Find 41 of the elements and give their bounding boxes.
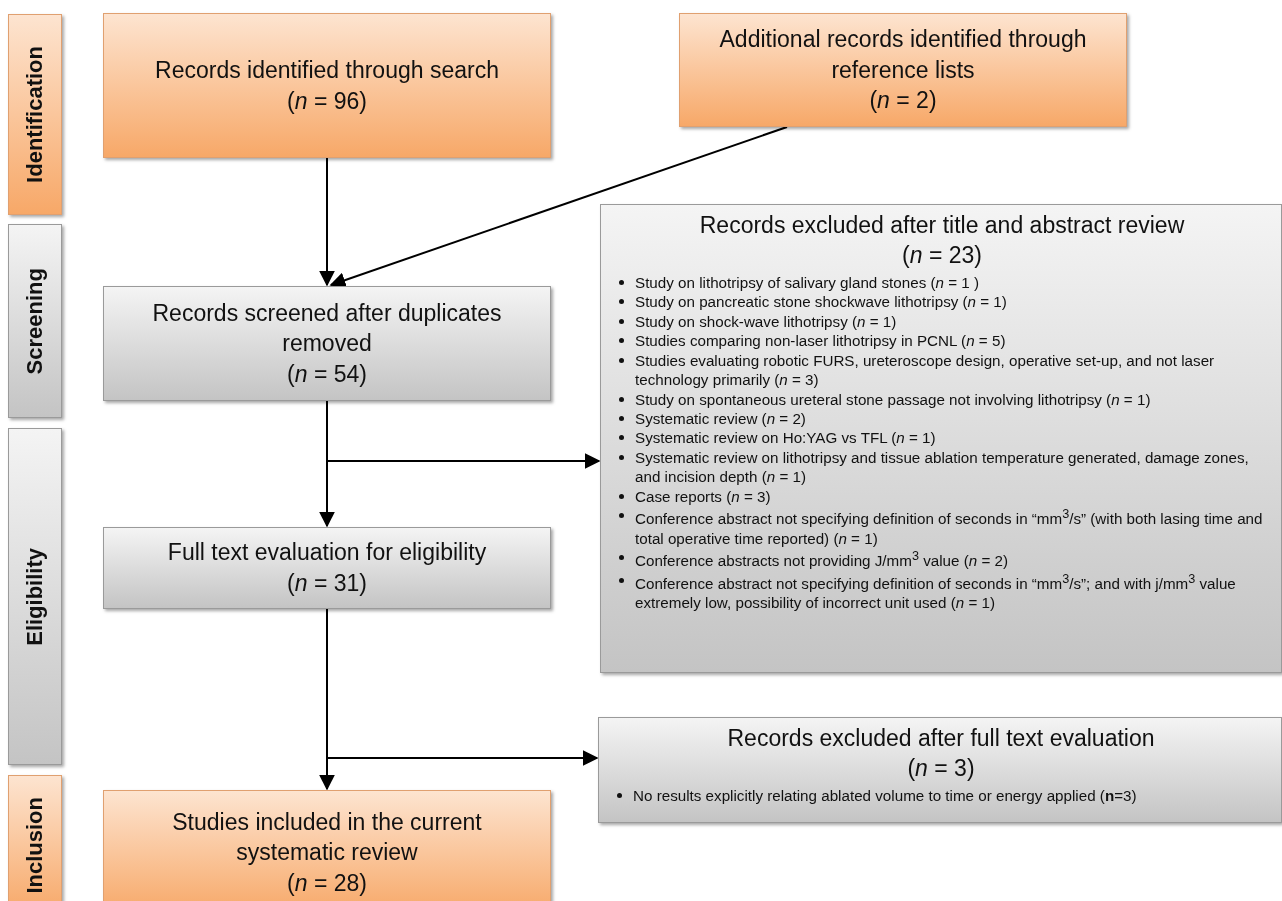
- bullet-item: Studies comparing non-laser lithotripsy in PCNL (n = 5): [635, 331, 1006, 351]
- box-text: (n = 2): [869, 86, 937, 116]
- process-box: [103, 286, 551, 401]
- box-text: (n = 96): [287, 86, 367, 116]
- box-text: (n = 28): [287, 868, 367, 898]
- process-box: [103, 790, 551, 901]
- phase-label: Identification: [22, 46, 48, 183]
- process-box: [103, 13, 551, 158]
- bullet-item: Case reports (n = 3): [635, 486, 771, 507]
- bullet-item: Study on shock-wave lithotripsy (n = 1): [635, 311, 897, 332]
- exclusion-box: [598, 717, 1282, 823]
- phase-band: [8, 14, 62, 215]
- bullet-item: Study on spontaneous ureteral stone passage not involving lithotripsy (n = 1): [635, 389, 1151, 409]
- box-text: (n = 31): [287, 569, 367, 598]
- phase-band: [8, 428, 62, 765]
- bullet-item: Studies evaluating robotic FURS, ureteroscope design, operative set-up, and not laser technology primarily (n = 3): [635, 350, 1216, 390]
- arrow: [329, 126, 788, 288]
- bullet-item: Study on pancreatic stone shockwave lithotripsy (n = 1): [635, 292, 1007, 312]
- process-box: [679, 13, 1127, 127]
- box-text: (n = 54): [287, 359, 367, 389]
- phase-label: Inclusion: [22, 796, 48, 894]
- box-text: Records identified through search: [155, 55, 499, 85]
- bullet-item: Conference abstract not specifying definition of seconds in “mm$^{3}$/s”; and with j/mm$^{3}$ value extremely low, possibility of incorrect unit used (n = 1): [635, 570, 1237, 613]
- bullet-item: Systematic review on Ho:YAG vs TFL (n = 1): [635, 428, 936, 448]
- box-heading: Records excluded after full text evaluation (n = 3): [726, 724, 1156, 783]
- bullet-item: No results explicitly relating ablated volume to time or energy applied (n=3): [633, 785, 1137, 806]
- exclusion-box: [600, 204, 1282, 673]
- arrow: [319, 157, 335, 287]
- bullet-item: Conference abstract not specifying definition of seconds in “mm$^{3}$/s” (with both lasing time and total operative time reported) (n = 1): [635, 506, 1264, 549]
- arrow: [326, 400, 601, 469]
- phase-band: [8, 775, 62, 901]
- bullet-item: Study on lithotripsy of salivary gland stones (n = 1 ): [635, 272, 980, 293]
- bullet-item: Systematic review on lithotripsy and tissue ablation temperature generated, damage zones, and incision depth (n = 1): [635, 447, 1250, 487]
- phase-band: [8, 224, 62, 418]
- process-box: [103, 527, 551, 609]
- phase-label: Screening: [22, 267, 48, 375]
- phase-label: Eligibility: [22, 547, 48, 646]
- bullet-item: Systematic review (n = 2): [635, 408, 806, 429]
- bullet-item: Conference abstracts not providing J/mm$^{3}$ value (n = 2): [635, 548, 1009, 571]
- box-heading: Records excluded after title and abstract review (n = 23): [698, 211, 1186, 270]
- box-text: Full text evaluation for eligibility: [167, 538, 487, 568]
